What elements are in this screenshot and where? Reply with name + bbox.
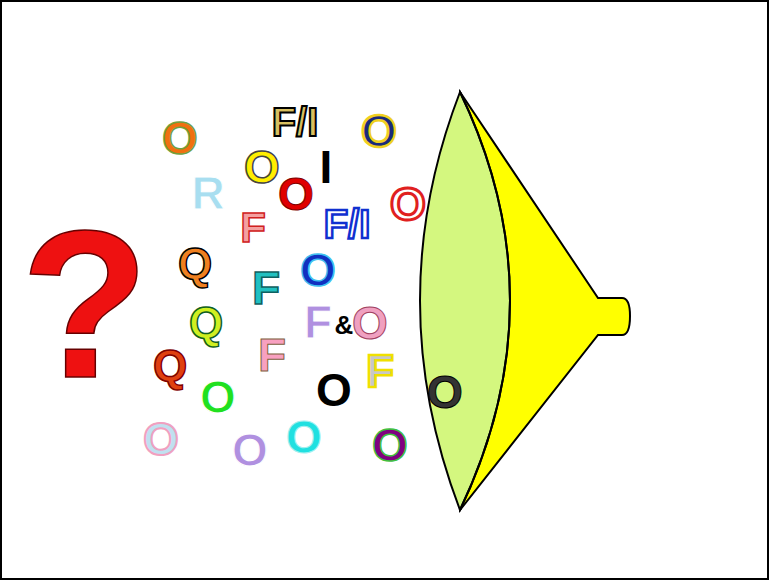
letter-label: O <box>427 369 463 415</box>
letter-label: F <box>258 332 286 378</box>
letter-label: O <box>162 115 198 161</box>
letter-label: O <box>372 422 408 468</box>
letter-label: R <box>191 170 224 216</box>
letter-label: O <box>361 108 397 154</box>
letter-label: O <box>143 416 179 462</box>
question-mark: ? <box>21 200 149 410</box>
letter-label: O <box>232 427 268 473</box>
letter-label: Q <box>189 301 223 345</box>
funnel-rim <box>460 92 510 510</box>
letter-label: F <box>252 265 280 311</box>
letter-label: O <box>300 247 336 293</box>
letter-label: F/I <box>324 204 371 244</box>
letter-label: Q <box>153 344 187 388</box>
letter-label: O <box>278 171 314 217</box>
letter-label: Q <box>178 242 212 286</box>
letter-label: I <box>320 144 333 190</box>
letter-label: F/I <box>272 102 319 142</box>
letter-label: O <box>352 300 388 346</box>
funnel-mouth <box>420 92 510 510</box>
letter-label: F <box>366 348 394 394</box>
letter-label: O <box>244 144 280 190</box>
letter-label: F <box>304 299 332 345</box>
letter-label: O <box>286 414 322 460</box>
letter-label: & <box>335 312 354 338</box>
letter-label: O <box>316 367 352 413</box>
letter-label: O <box>200 374 236 420</box>
letter-label: F <box>240 207 266 249</box>
letter-label: O <box>390 181 426 227</box>
